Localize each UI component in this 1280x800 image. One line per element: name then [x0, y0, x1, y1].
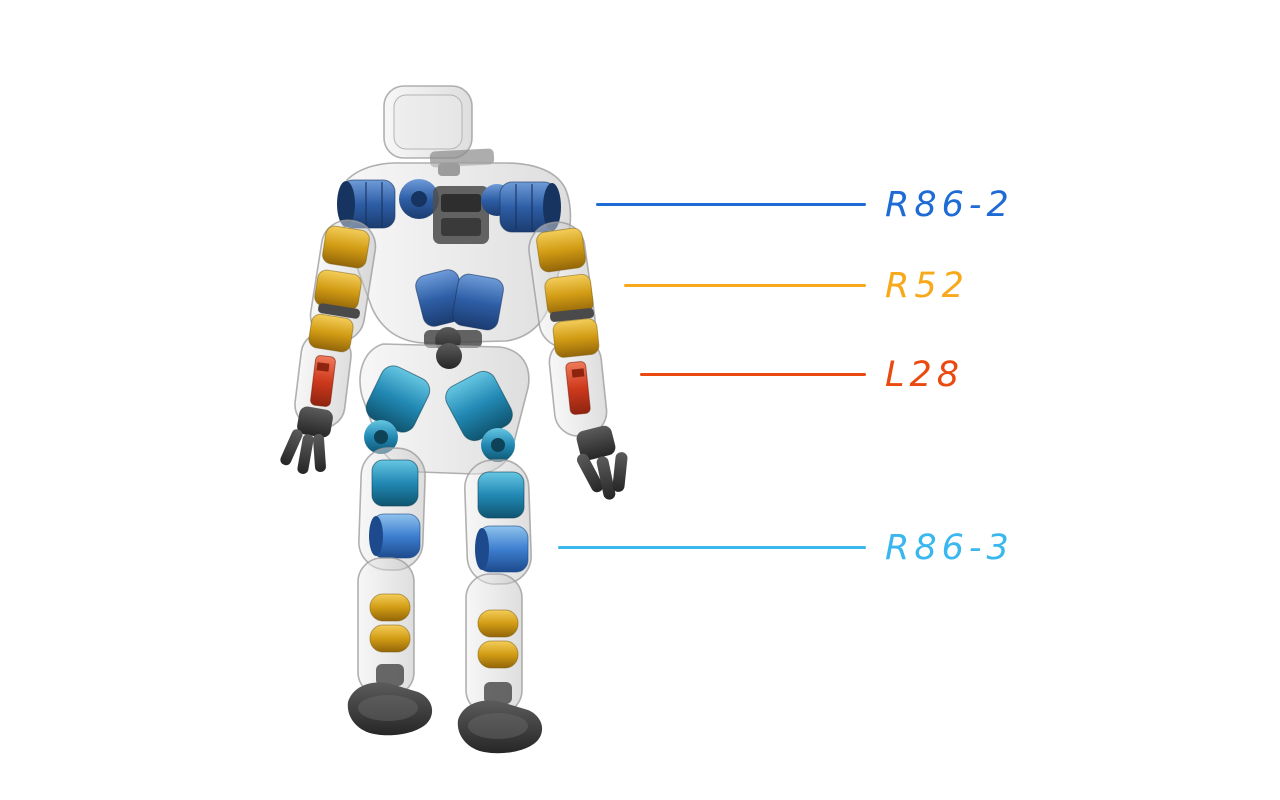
right-finger — [596, 456, 616, 500]
right-hand — [576, 425, 628, 500]
left-elbow-ring — [318, 303, 360, 319]
left-red-actuator-detail — [316, 362, 330, 372]
head-panel — [393, 94, 463, 150]
right-arm-gold-motor-1 — [536, 227, 586, 273]
right-foot-highlight — [468, 713, 528, 739]
right-elbow-gold-motor — [552, 318, 600, 358]
right-red-actuator-detail — [571, 368, 585, 378]
callout-label-r86-2: R86-2 — [885, 185, 1014, 225]
pelvis-joint — [436, 343, 462, 369]
feet — [347, 682, 543, 754]
shoulder-actuators — [337, 179, 561, 244]
left-shin-gold-motor-2 — [369, 624, 411, 653]
callout-label-r52: R52 — [885, 266, 969, 306]
callout-line-r52 — [624, 284, 866, 287]
callout-label-r86-3: R86-3 — [885, 528, 1014, 568]
callout-line-r86-3 — [558, 546, 866, 549]
right-thigh-teal-motor — [477, 471, 525, 519]
left-knee-cap — [369, 516, 383, 556]
left-arm-gold-motor-1 — [322, 225, 370, 269]
left-finger — [280, 429, 303, 466]
right-shin-gold-motor-2 — [477, 640, 519, 669]
left-foot — [347, 682, 433, 736]
pelvis — [359, 343, 530, 475]
waist-actuators — [415, 269, 504, 353]
left-thigh-teal-motor — [371, 459, 419, 507]
right-ankle-joint — [484, 682, 512, 704]
left-shin-gold-motor-1 — [369, 593, 411, 622]
left-finger — [313, 433, 326, 472]
left-leg — [357, 447, 426, 697]
right-finger — [612, 452, 628, 492]
right-leg — [464, 459, 532, 715]
right-finger — [576, 453, 604, 493]
left-hand — [280, 406, 333, 474]
left-ankle-joint — [376, 664, 404, 686]
left-palm — [297, 406, 333, 438]
right-arm — [528, 221, 608, 437]
left-hip-rotor-hub — [374, 430, 388, 444]
right-elbow-ring — [549, 308, 595, 322]
back-panel-slot — [441, 194, 481, 212]
left-finger — [297, 434, 314, 474]
left-foot-highlight — [358, 695, 418, 721]
left-shoulder-cap — [337, 181, 355, 227]
back-panel-slot — [441, 218, 481, 236]
callout-line-r86-2 — [596, 203, 866, 206]
robot-head — [383, 85, 495, 176]
callout-line-l28 — [640, 373, 866, 376]
right-shin-gold-motor-1 — [477, 609, 519, 638]
waist-motor-right — [452, 273, 504, 331]
left-elbow-gold-motor — [308, 313, 354, 353]
right-knee-cap — [475, 528, 489, 570]
right-foot — [457, 700, 543, 754]
chest-motor-left-hub — [411, 191, 427, 207]
right-hip-rotor-hub — [491, 438, 505, 452]
right-shoulder-cap — [543, 183, 561, 231]
right-palm — [576, 425, 616, 461]
callout-label-l28: L28 — [885, 355, 965, 395]
